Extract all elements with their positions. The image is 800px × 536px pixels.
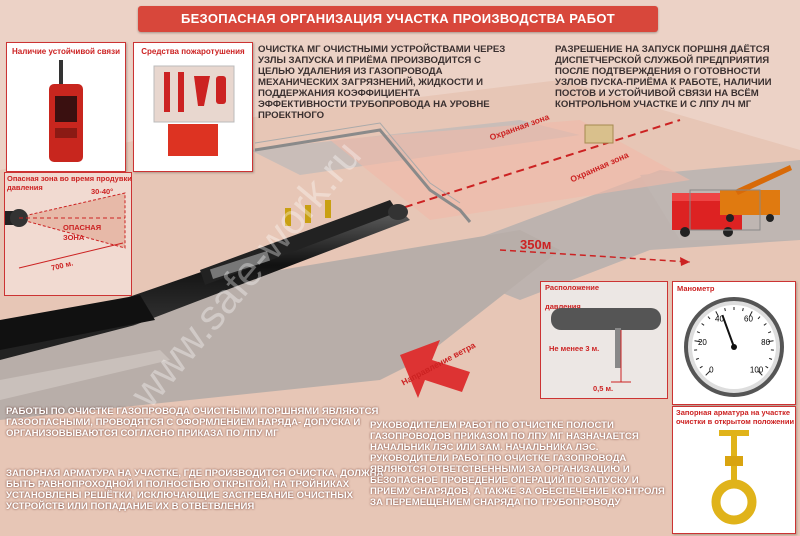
gauge-tick <box>715 311 720 317</box>
crane-truck <box>720 165 792 222</box>
danger-zone-panel: Опасная зона во время продувки давления … <box>4 172 132 296</box>
placement-min-dist: Не менее 3 м. <box>549 344 600 353</box>
manometer-label: Манометр <box>677 284 715 293</box>
valve-panel: Запорная арматура на участке очистки в о… <box>672 406 796 534</box>
fire-label: Средства пожаротушения <box>141 47 245 56</box>
gauge-number: 80 <box>761 338 770 347</box>
gauge-tick <box>724 307 726 312</box>
gauge-tick <box>705 370 711 376</box>
gauge-tick <box>742 307 744 312</box>
manometer-panel: Манометр 0 20 40 60 80 100 <box>672 281 796 405</box>
fire-stand-icon <box>153 65 235 156</box>
placement-small-dist: 0,5 м. <box>593 384 614 393</box>
road-lower <box>0 230 560 420</box>
gauge-tick <box>748 311 753 317</box>
danger-zone-label-2: ЗОНА <box>63 233 85 242</box>
gas-hazard-text: РАБОТЫ ПО ОЧИСТКЕ ГАЗОПРОВОДА ОЧИСТНЫМИ … <box>6 406 379 439</box>
gauge-number: 0 <box>709 366 714 375</box>
header-banner: БЕЗОПАСНАЯ ОРГАНИЗАЦИЯ УЧАСТКА ПРОИЗВОДС… <box>138 6 658 32</box>
gauge-number: 20 <box>698 338 707 347</box>
permission-text: РАЗРЕШЕНИЕ НА ЗАПУСК ПОРШНЯ ДАЁТСЯ ДИСПЕ… <box>555 44 772 110</box>
placement-title-2: давления <box>545 302 581 311</box>
supervisor-text: РУКОВОДИТЕЛЕМ РАБОТ ПО ОТЧИСТКЕ ПОЛОСТИ … <box>370 420 665 508</box>
danger-zone-diagram <box>5 192 126 269</box>
pipeline-axis <box>379 119 681 216</box>
radio-label: Наличие устойчивой связи <box>11 47 120 56</box>
gauge-tick <box>765 365 769 369</box>
placement-panel: Расположение давления Не менее 3 м. 0,5 … <box>540 281 668 399</box>
gauge-tick <box>768 331 772 334</box>
danger-title-1: Опасная зона во время продувки <box>7 174 132 183</box>
gauge-tick <box>701 323 705 326</box>
gauge-tick <box>757 316 761 320</box>
placement-diagram <box>551 308 661 383</box>
gauge-tick <box>767 340 774 343</box>
manometer-gauge: 0 20 40 60 80 100 <box>684 297 784 397</box>
danger-angle: 30-40° <box>91 187 114 196</box>
gauge-tick <box>757 370 763 376</box>
gauge-tick <box>694 340 701 343</box>
gauge-tick <box>707 316 711 320</box>
gauge-number: 100 <box>750 366 764 375</box>
radio-panel: Наличие устойчивой связи <box>6 42 126 172</box>
wind-arrow <box>400 340 470 398</box>
fence <box>254 128 472 223</box>
pipeline <box>120 205 410 325</box>
valve-icon <box>711 430 757 525</box>
gauge-tick <box>695 357 699 360</box>
gauge-tick <box>763 323 767 326</box>
page-title: БЕЗОПАСНАЯ ОРГАНИЗАЦИЯ УЧАСТКА ПРОИЗВОДС… <box>180 11 616 26</box>
valve-requirement-text: ЗАПОРНАЯ АРМАТУРА НА УЧАСТКЕ, ГДЕ ПРОИЗВ… <box>6 468 384 512</box>
valve-label-1: Запорная арматура на участке <box>676 408 791 417</box>
gauge-number: 60 <box>744 315 753 324</box>
gauge-tick <box>699 365 703 369</box>
guard-zone-band <box>330 120 690 220</box>
danger-zone-label-1: ОПАСНАЯ <box>63 223 102 232</box>
distance-label: 350м <box>520 237 552 252</box>
gauge-number: 40 <box>715 315 724 324</box>
placement-title-1: Расположение <box>545 283 600 292</box>
fire-equipment-panel: Средства пожаротушения <box>133 42 253 172</box>
danger-title-2: давления <box>7 183 43 192</box>
radio-icon <box>49 60 83 162</box>
gauge-tick <box>696 331 700 334</box>
valve-label-2: очистки в открытом положении <box>676 417 795 426</box>
distance-arrow <box>499 249 691 263</box>
gauge-tick <box>769 357 773 360</box>
intro-text: ОЧИСТКА МГ ОЧИСТНЫМИ УСТРОЙСТВАМИ ЧЕРЕЗ … <box>258 44 506 121</box>
